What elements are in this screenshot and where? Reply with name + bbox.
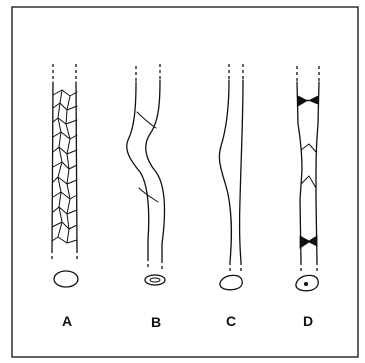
label-a: A [62, 313, 72, 329]
label-c: C [226, 313, 236, 329]
label-b: B [151, 314, 161, 330]
label-d: D [303, 313, 313, 329]
